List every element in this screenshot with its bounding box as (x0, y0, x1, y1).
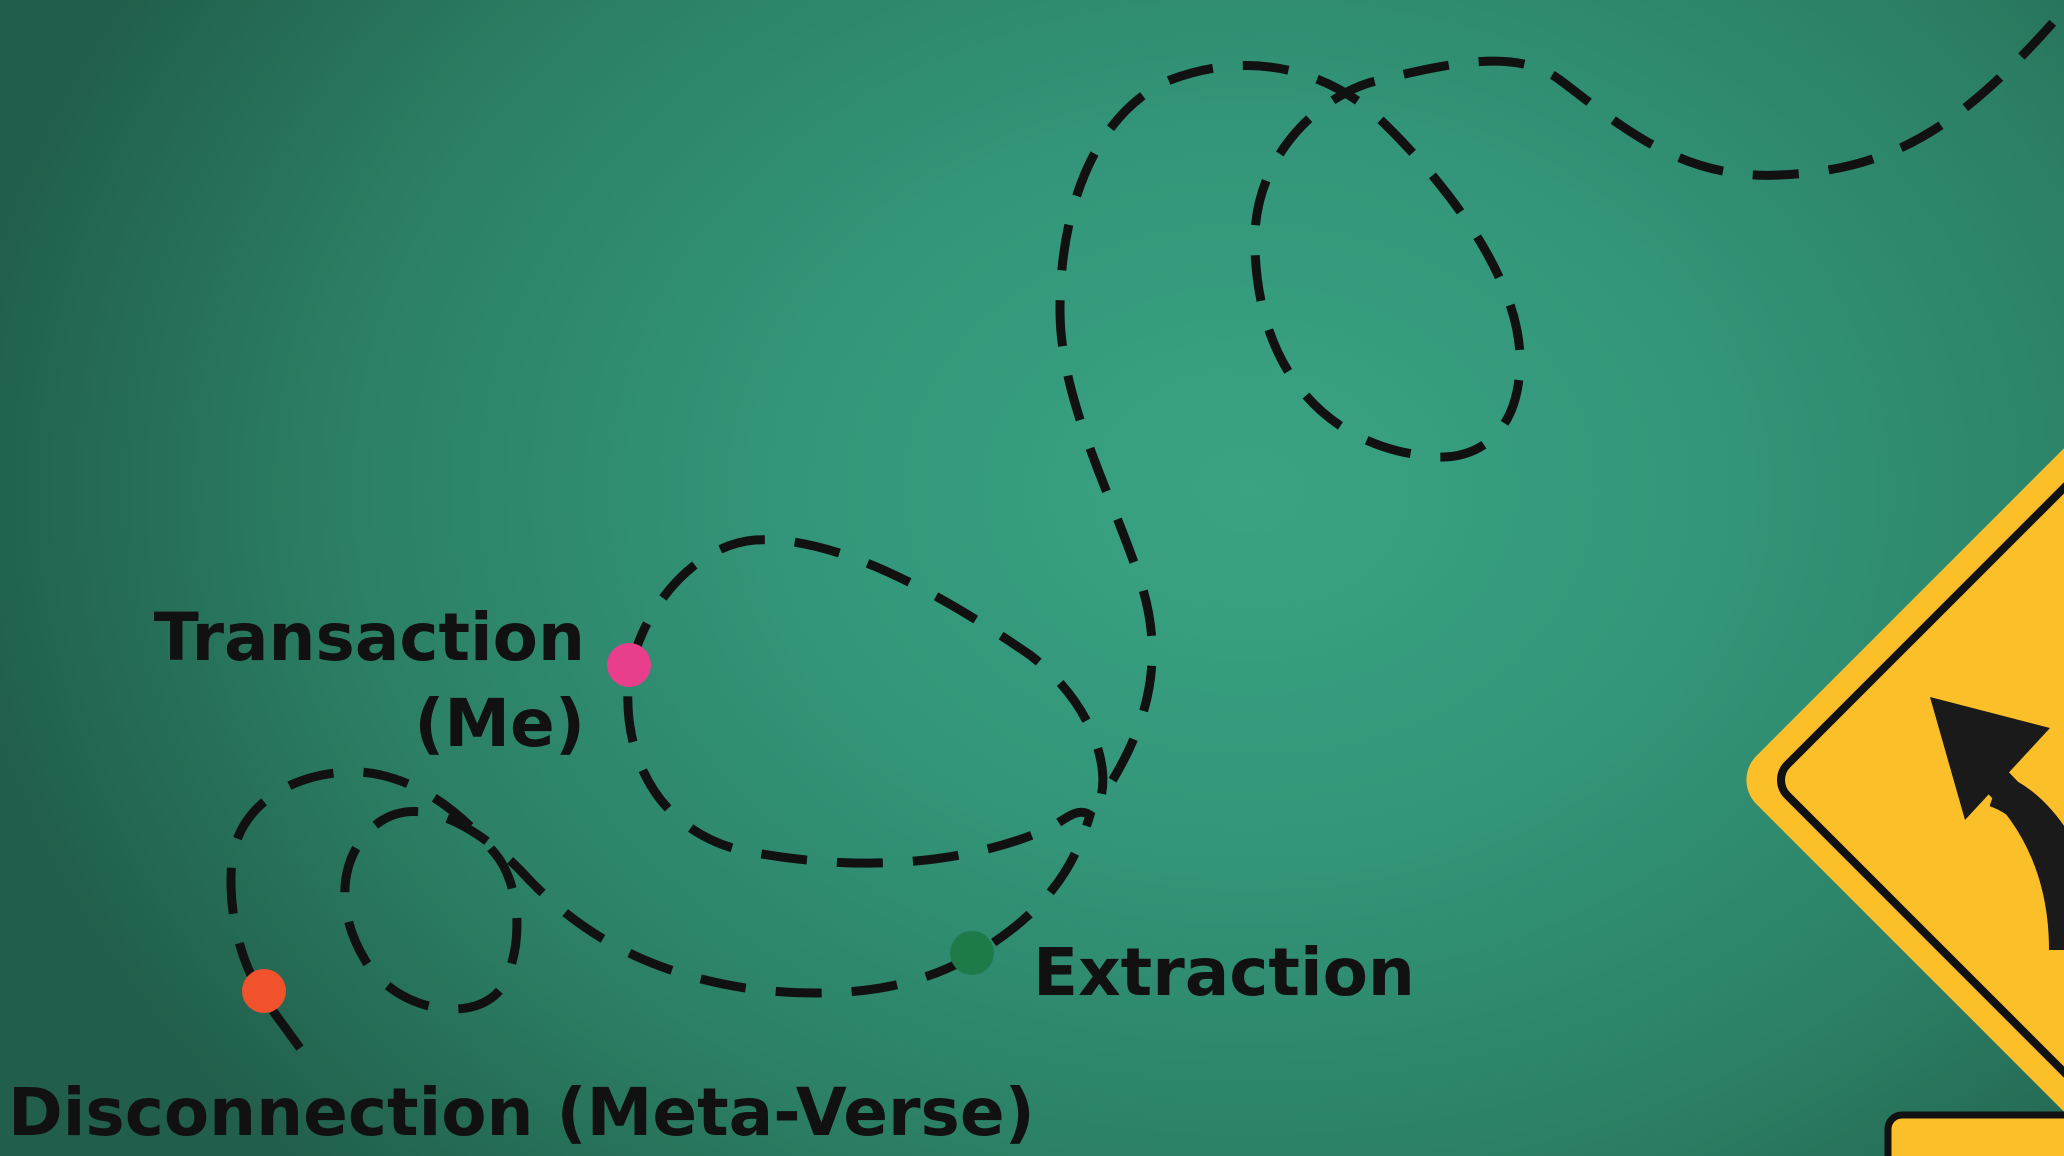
transaction-label-line2: (Me) (414, 685, 585, 762)
merge-left-road-sign-icon (1746, 426, 2064, 1156)
disconnection-label: Disconnection (Meta-Verse) (8, 1074, 1035, 1151)
disconnection-dot (242, 969, 286, 1013)
extraction-dot (950, 931, 994, 975)
transaction-label: Transaction (Me) (154, 595, 585, 767)
dashed-journey-path (226, 7, 2064, 1051)
transaction-label-line1: Transaction (153, 599, 585, 676)
transaction-dot (607, 643, 651, 687)
extraction-label: Extraction (1033, 934, 1415, 1011)
